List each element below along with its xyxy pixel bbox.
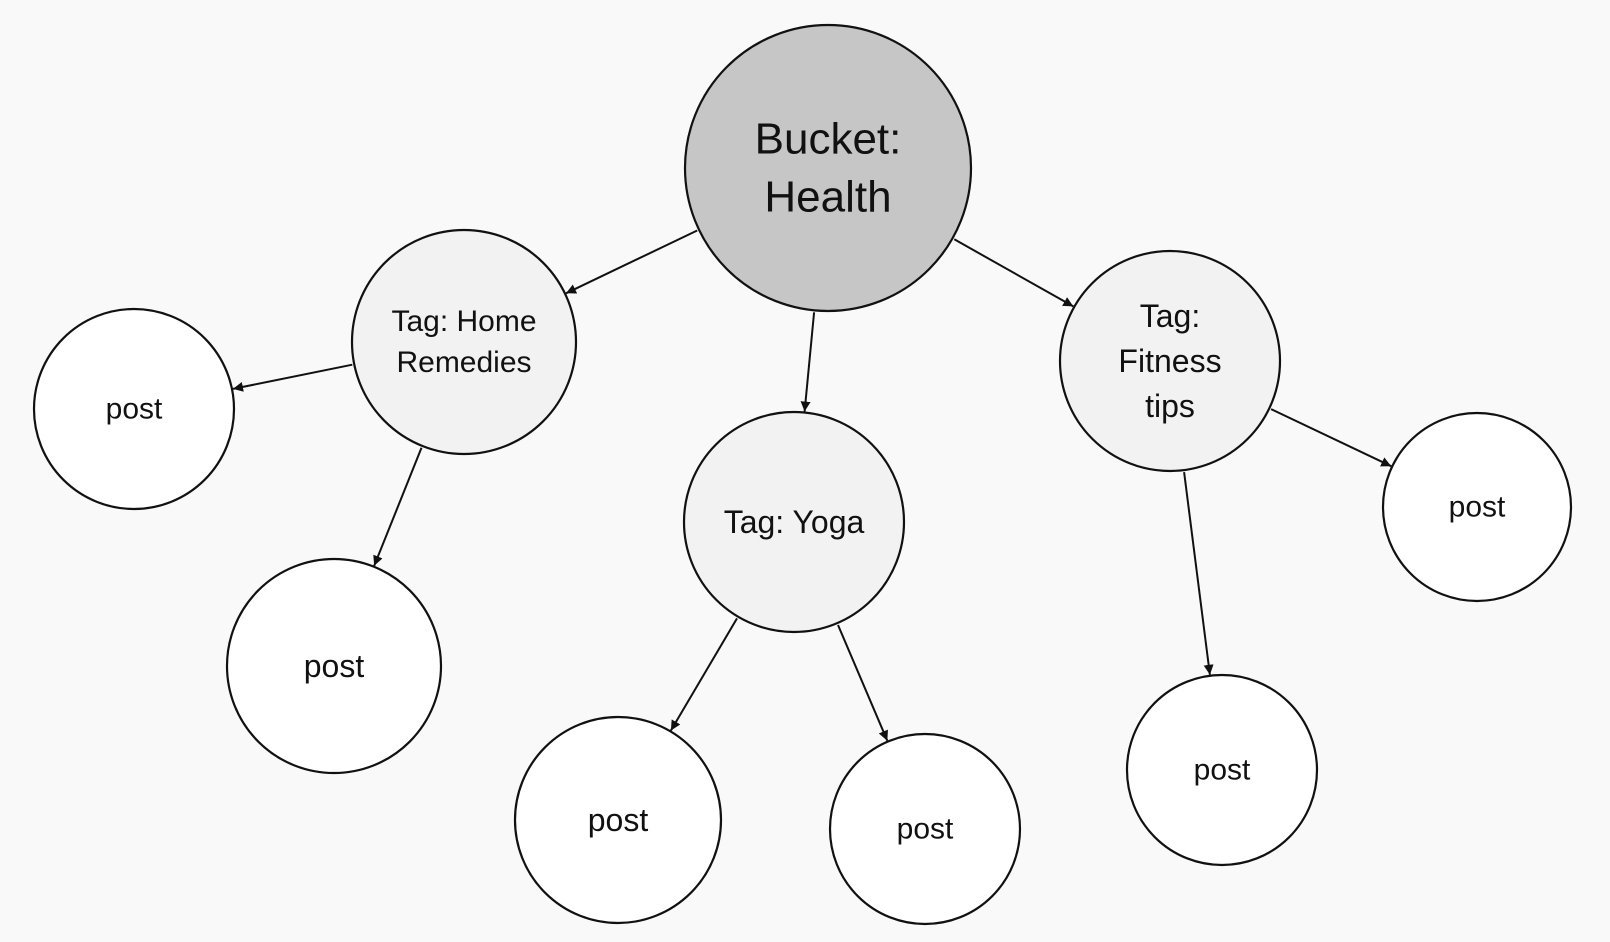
post-label-line: post [106, 393, 163, 426]
tag-label-line: Tag: [1140, 298, 1200, 334]
post-label-line: post [897, 813, 954, 846]
bucket-node-bucket: Bucket: Health [683, 23, 973, 313]
post-circle [1125, 673, 1319, 867]
edge-tag-fitness-to-post-6 [1270, 408, 1392, 468]
tag-label-line: Tag: Yoga [724, 504, 865, 540]
post-circle [32, 307, 236, 511]
post-circle [828, 732, 1022, 926]
post-label-line: post [1449, 491, 1506, 524]
tag-label-line: Remedies [396, 346, 531, 379]
post-node-post-6: post [1381, 411, 1573, 603]
post-label-line: post [1194, 754, 1251, 787]
post-node-post-1: post [32, 307, 236, 511]
edge-tag-fitness-to-post-5 [1183, 471, 1214, 675]
post-label-line: post [588, 802, 649, 838]
edge-bucket-to-tag-fitness [953, 238, 1074, 308]
post-node-post-5: post [1125, 673, 1319, 867]
bucket-label-line: Health [764, 173, 891, 222]
tag-circle [682, 410, 906, 634]
post-node-post-4: post [828, 732, 1022, 926]
edge-tag-yoga-to-post-3 [670, 617, 738, 732]
post-circle [1381, 411, 1573, 603]
edge-tag-home-to-post-1 [232, 363, 353, 392]
tag-label-line: Tag: Home [391, 305, 536, 338]
edge-tag-yoga-to-post-4 [837, 624, 889, 742]
tag-node-tag-fitness: Tag: Fitness tips [1058, 249, 1282, 473]
tag-node-tag-yoga: Tag: Yoga [682, 410, 906, 634]
bucket-label-line: Bucket: [755, 115, 902, 164]
tag-circle [350, 228, 578, 456]
tag-circle [1058, 249, 1282, 473]
tag-label-line: Fitness [1118, 343, 1221, 379]
tag-label-line: tips [1145, 388, 1195, 424]
edge-tag-home-to-post-2 [373, 447, 423, 567]
post-node-post-2: post [225, 557, 443, 775]
post-circle [513, 715, 723, 925]
post-circle [225, 557, 443, 775]
edges-layer [232, 229, 1392, 742]
edge-bucket-to-tag-yoga [800, 312, 816, 412]
post-label-line: post [304, 648, 365, 684]
edge-bucket-to-tag-home [565, 229, 698, 295]
post-node-post-3: post [513, 715, 723, 925]
bucket-circle [683, 23, 973, 313]
